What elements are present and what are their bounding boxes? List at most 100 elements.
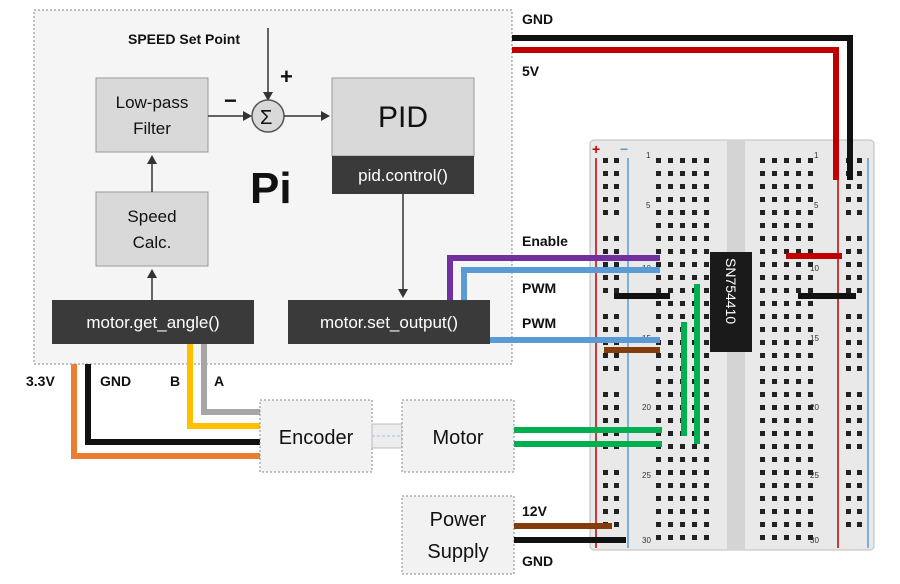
breadboard-hole — [692, 223, 697, 228]
breadboard-hole — [656, 379, 661, 384]
breadboard-hole — [846, 509, 851, 514]
breadboard-hole — [668, 457, 673, 462]
breadboard-hole — [656, 262, 661, 267]
breadboard-hole — [603, 197, 608, 202]
breadboard-hole — [614, 392, 619, 397]
breadboard-hole — [760, 210, 765, 215]
breadboard-hole — [704, 275, 709, 280]
row-number-1-right: 1 — [814, 151, 819, 160]
breadboard-hole — [668, 236, 673, 241]
breadboard-hole — [668, 405, 673, 410]
breadboard-hole — [668, 496, 673, 501]
pwm1-wire — [461, 267, 660, 300]
gnd-top-wire — [512, 35, 853, 180]
encoder-box — [259, 399, 373, 473]
gnd-top-label: GND — [522, 11, 553, 27]
breadboard-hole — [784, 171, 789, 176]
rail-plus-label: + — [592, 141, 600, 157]
speed-to-lpf-arrowhead — [147, 155, 157, 164]
row-number-30-right: 30 — [810, 536, 819, 545]
breadboard-hole — [760, 405, 765, 410]
breadboard-hole — [796, 288, 801, 293]
get-angle-label: motor.get_angle() — [86, 313, 219, 332]
breadboard-hole — [857, 366, 862, 371]
breadboard-hole — [656, 223, 661, 228]
minus-sign: − — [224, 88, 237, 113]
breadboard-hole — [614, 405, 619, 410]
breadboard-hole — [668, 509, 673, 514]
breadboard-hole — [808, 340, 813, 345]
breadboard-hole — [704, 288, 709, 293]
breadboard-hole — [704, 431, 709, 436]
breadboard-hole — [796, 275, 801, 280]
breadboard-hole — [796, 444, 801, 449]
breadboard-hole — [846, 275, 851, 280]
breadboard-hole — [784, 223, 789, 228]
breadboard-hole — [704, 340, 709, 345]
breadboard-hole — [704, 418, 709, 423]
breadboard-hole — [796, 171, 801, 176]
breadboard-hole — [603, 184, 608, 189]
row-number-25: 25 — [642, 471, 651, 480]
breadboard-hole — [603, 496, 608, 501]
breadboard-hole — [614, 366, 619, 371]
breadboard-hole — [760, 509, 765, 514]
breadboard-hole — [680, 288, 685, 293]
breadboard-hole — [668, 197, 673, 202]
breadboard-hole — [760, 418, 765, 423]
breadboard-hole — [857, 210, 862, 215]
breadboard-hole — [680, 210, 685, 215]
breadboard-hole — [760, 223, 765, 228]
breadboard-hole — [808, 431, 813, 436]
breadboard-hole — [772, 522, 777, 527]
breadboard-hole — [796, 509, 801, 514]
breadboard-hole — [760, 444, 765, 449]
breadboard-hole — [656, 158, 661, 163]
breadboard-hole — [857, 327, 862, 332]
breadboard-hole — [692, 184, 697, 189]
breadboard-hole — [668, 171, 673, 176]
breadboard-hole — [846, 444, 851, 449]
breadboard-hole — [772, 158, 777, 163]
breadboard-hole — [656, 327, 661, 332]
breadboard-hole — [668, 535, 673, 540]
breadboard-hole — [656, 171, 661, 176]
pid-control-label: pid.control() — [358, 166, 448, 185]
breadboard-hole — [680, 236, 685, 241]
breadboard-hole — [656, 496, 661, 501]
breadboard-hole — [784, 496, 789, 501]
breadboard-hole — [680, 184, 685, 189]
breadboard-hole — [846, 496, 851, 501]
gnd-bottom-label: GND — [522, 553, 553, 569]
breadboard-hole — [784, 366, 789, 371]
breadboard-hole — [808, 418, 813, 423]
breadboard-hole — [668, 470, 673, 475]
breadboard-hole — [614, 509, 619, 514]
breadboard-hole — [772, 470, 777, 475]
breadboard-hole — [808, 301, 813, 306]
row-number-5: 5 — [646, 201, 651, 210]
breadboard-hole — [784, 405, 789, 410]
breadboard-hole — [704, 509, 709, 514]
breadboard-hole — [680, 158, 685, 163]
breadboard-hole — [614, 418, 619, 423]
breadboard-hole — [772, 509, 777, 514]
breadboard-hole — [760, 366, 765, 371]
breadboard-hole — [772, 314, 777, 319]
breadboard-hole — [668, 210, 673, 215]
sum-to-pid-arrowhead — [321, 111, 330, 121]
b-label: B — [170, 373, 180, 389]
breadboard-hole — [846, 405, 851, 410]
plus-sign: + — [280, 64, 293, 89]
breadboard-hole — [614, 236, 619, 241]
breadboard-hole — [680, 171, 685, 176]
breadboard-hole — [846, 210, 851, 215]
breadboard-hole — [704, 392, 709, 397]
breadboard-hole — [760, 262, 765, 267]
a-wire — [201, 344, 262, 415]
breadboard-hole — [796, 392, 801, 397]
breadboard-hole — [808, 184, 813, 189]
breadboard-hole — [668, 392, 673, 397]
breadboard-hole — [784, 249, 789, 254]
breadboard-hole — [808, 457, 813, 462]
